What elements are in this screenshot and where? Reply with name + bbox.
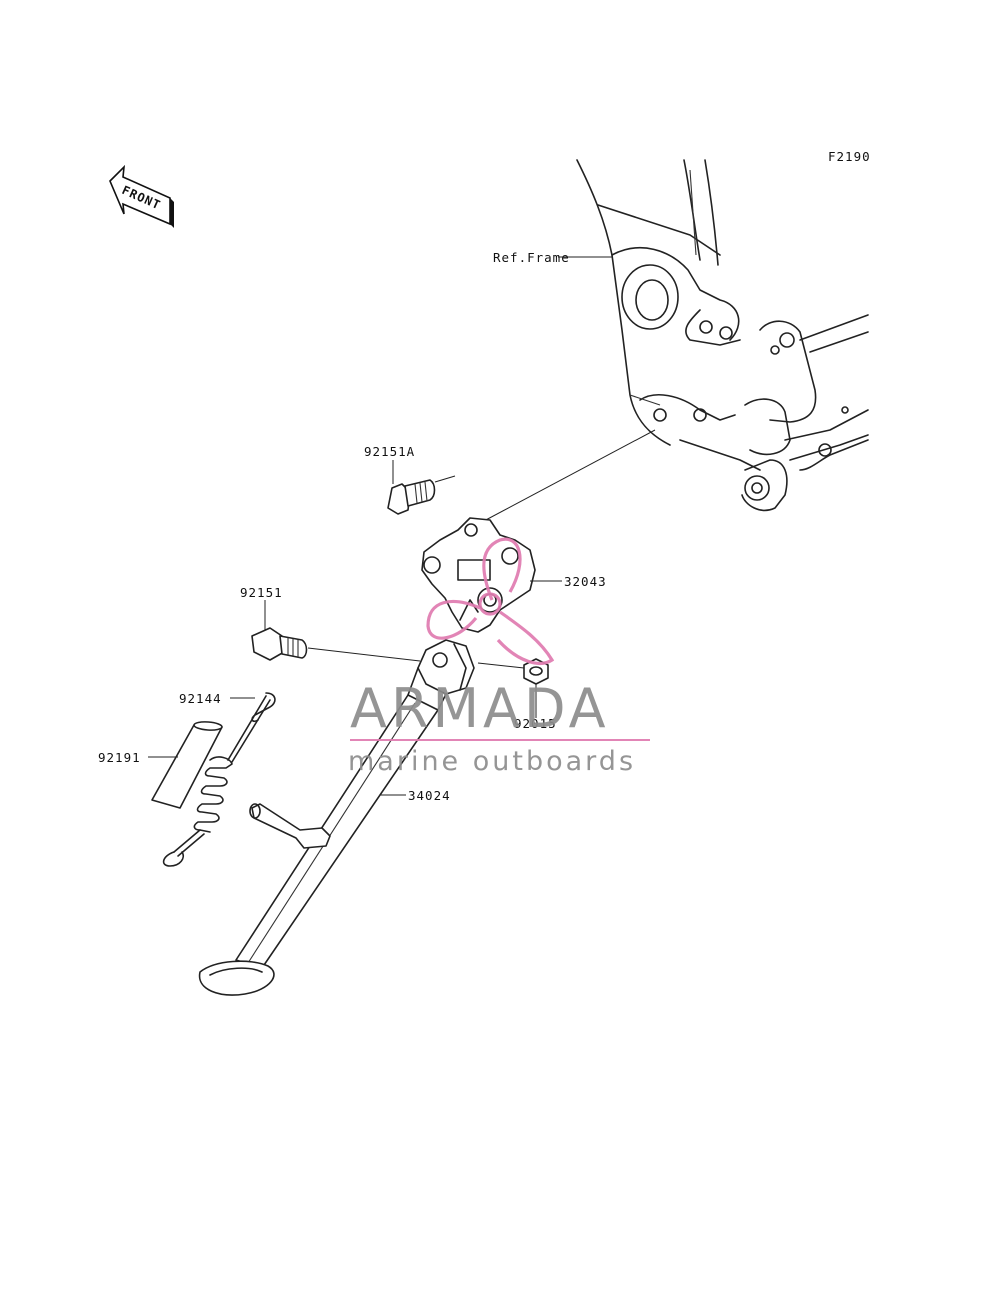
part-92191-cover [151,721,223,809]
part-92151-bolt [251,627,308,661]
part-34024-side-stand [198,639,475,996]
part-92151a-bolt [387,479,436,515]
diagram-code: F2190 [828,149,871,164]
label-34024: 34024 [408,788,451,803]
watermark: ARMADA marine outboards [348,537,650,777]
frame-drawing [576,159,869,512]
part-92015-nut [523,658,549,685]
label-92151a: 92151A [364,444,415,459]
propeller-logo-icon [426,537,555,665]
label-92151: 92151 [240,585,283,600]
front-arrow-icon: FRONT [109,164,174,228]
part-32043-bracket [421,517,536,633]
label-92015: 92015 [514,716,557,731]
part-92144-spring [162,692,276,867]
watermark-title: ARMADA [350,677,610,740]
label-92144: 92144 [179,691,222,706]
watermark-subtitle: marine outboards [348,746,636,777]
label-32043: 32043 [564,574,607,589]
label-92191: 92191 [98,750,141,765]
frame-label: Ref.Frame [493,250,570,265]
